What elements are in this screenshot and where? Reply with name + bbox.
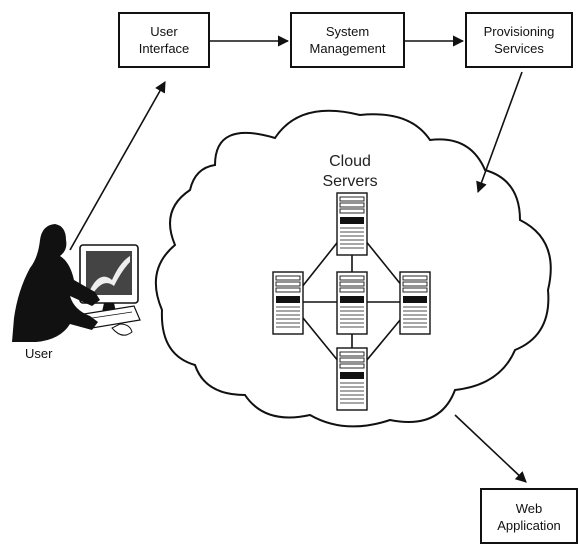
server-icon	[336, 347, 368, 411]
cloud-outline	[154, 109, 552, 428]
web-application-box: Web Application	[480, 488, 578, 544]
user-interface-line1: User	[150, 24, 178, 39]
arrow-provisioning-to-cloud	[476, 71, 523, 194]
server-icon	[336, 192, 368, 256]
user-label: User	[25, 346, 53, 361]
flow-arrows	[69, 35, 527, 483]
system-management-box: System Management	[290, 12, 405, 68]
server-icon	[272, 271, 304, 335]
web-application-line2: Application	[497, 518, 561, 533]
arrow-user-to-interface	[69, 81, 166, 251]
user-interface-line2: Interface	[138, 41, 190, 56]
user-at-computer-icon	[12, 224, 141, 342]
arrow-cloud-to-web	[454, 414, 527, 483]
provisioning-services-line1: Provisioning	[483, 24, 555, 39]
server-icon	[399, 271, 431, 335]
web-application-line1: Web	[515, 501, 543, 516]
cloud-title-line2: Servers	[322, 173, 378, 190]
cloud-title-line1: Cloud	[329, 153, 371, 170]
provisioning-services-box: Provisioning Services	[465, 12, 573, 68]
system-management-line1: System	[325, 24, 370, 39]
user-interface-box: User Interface	[118, 12, 210, 68]
provisioning-services-line2: Services	[494, 41, 544, 56]
server-icon	[336, 271, 368, 335]
system-management-line2: Management	[309, 41, 386, 56]
cloud-title: Cloud Servers	[310, 152, 390, 192]
